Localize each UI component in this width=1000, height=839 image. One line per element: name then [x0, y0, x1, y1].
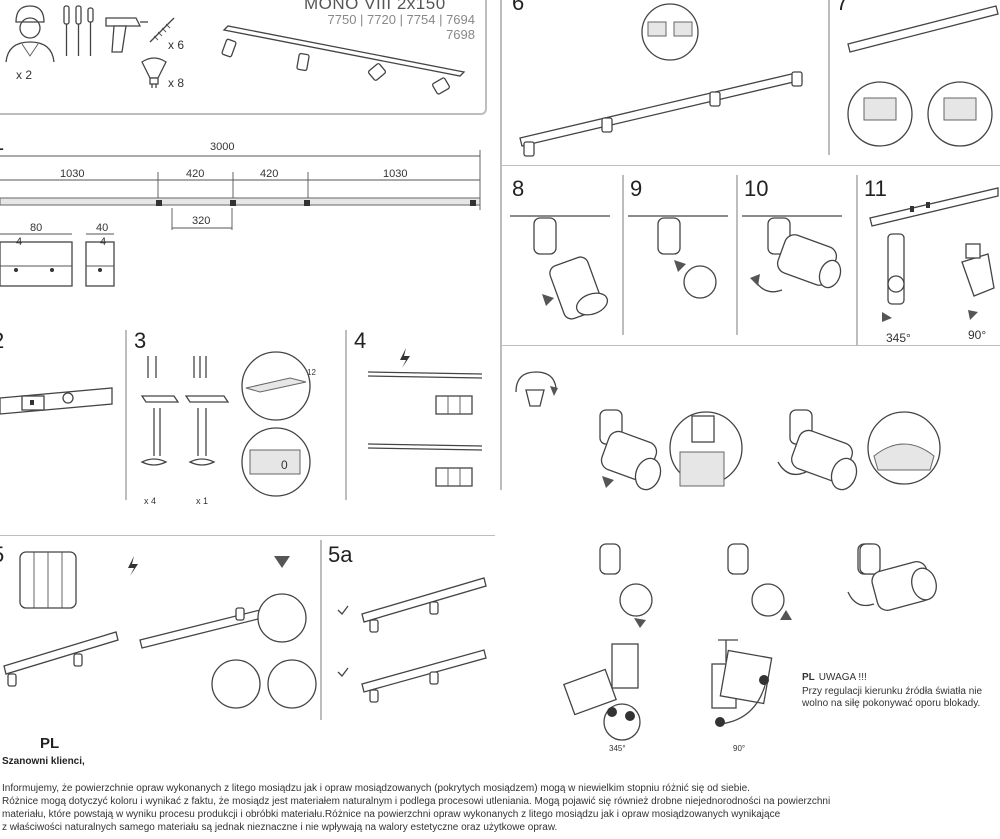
adjust-drawing-4: [847, 543, 937, 611]
separator: [828, 0, 830, 155]
dim-center: 320: [192, 215, 211, 227]
qty-anchors: x 4: [144, 496, 157, 506]
step-5a-number: 5a: [328, 542, 353, 567]
installer-icon: [5, 5, 55, 63]
separator: [736, 175, 738, 335]
dim-box2: 40: [96, 222, 109, 234]
step-2-drawing: [0, 387, 113, 415]
dim-box1: 80: [30, 222, 43, 234]
header-box: [0, 0, 487, 115]
adjust-drawing-2: [777, 409, 941, 491]
fixture-overview: [221, 25, 466, 95]
step-4-number: 4: [354, 328, 367, 353]
step-11-angle-rotate: 345°: [886, 331, 911, 345]
dim-box2-h: 4: [100, 236, 107, 248]
slot-label: 0: [281, 458, 288, 472]
screw-qty: x 6: [168, 38, 185, 52]
separator: [320, 540, 322, 720]
dim-seg4: 1030: [383, 168, 408, 180]
step-11-angle-tilt: 90°: [968, 328, 987, 342]
bulb-icon: [141, 57, 167, 88]
product-codes-line2: 7698: [446, 27, 475, 42]
step-5-number: 5: [0, 542, 4, 568]
screw-icon: [149, 17, 175, 43]
step-9-drawing: [628, 215, 728, 299]
step-10-number: 10: [744, 176, 769, 201]
bulb-qty: x 8: [168, 76, 185, 90]
warning-text: Przy regulacji kierunku źródła światła n…: [802, 686, 983, 709]
adjust-drawing-1: [599, 409, 743, 491]
step-9-number: 9: [630, 176, 643, 201]
step-5-drawing: [3, 551, 317, 709]
step-3-drawing: [140, 351, 311, 497]
separator: [345, 330, 347, 500]
separator: [0, 535, 495, 536]
notice-line-3: materiału, które powstają w wyniku proce…: [2, 809, 781, 820]
notice-language: PL: [40, 735, 60, 752]
step-10-drawing: [742, 215, 842, 293]
step-2-number: 2: [0, 328, 4, 354]
notice-line-2: Różnice mogą dotyczyć koloru i wynikać z…: [2, 796, 831, 807]
separator: [500, 345, 1000, 346]
drill-icon: [105, 17, 148, 53]
qty-single: x 1: [196, 496, 209, 506]
step-6-number: 6: [512, 0, 525, 15]
step-3-number: 3: [134, 328, 147, 353]
dim-seg1: 1030: [60, 168, 85, 180]
screwdriver-icon: [63, 5, 94, 56]
step-5a-drawing: [337, 577, 487, 703]
step-7-number: 7: [836, 0, 849, 15]
step-7-drawing: [847, 5, 999, 147]
step-4-drawing: [367, 348, 483, 487]
rotation-angle-label: 345°: [609, 744, 626, 753]
warning-heading: UWAGA !!!: [818, 672, 867, 683]
notice-line-1: Informujemy, że powierzchnie opraw wykon…: [2, 783, 750, 794]
dim-box1-h: 4: [16, 236, 23, 248]
notice-line-4: z właściwości naturalnych samego materia…: [2, 822, 558, 833]
rotation-hint-drawing: [515, 371, 558, 407]
product-title: MONO VIII 2x150: [304, 0, 446, 13]
installer-qty: x 2: [16, 68, 33, 82]
step-1-number: 1: [0, 130, 4, 156]
step-1-dimension-drawing: [0, 150, 481, 287]
separator: [125, 330, 127, 500]
ceiling-gap: 12: [307, 368, 316, 377]
warning-lang: PL: [802, 672, 815, 683]
step-11-number: 11: [864, 176, 887, 201]
separator: [500, 0, 502, 490]
product-codes: 7750 | 7720 | 7754 | 7694 7698: [302, 12, 475, 42]
rotation-angle-drawing: [563, 639, 773, 741]
separator: [856, 175, 858, 345]
dim-seg3: 420: [260, 168, 279, 180]
dim-seg2: 420: [186, 168, 205, 180]
separator: [622, 175, 624, 335]
product-codes-line1: 7750 | 7720 | 7754 | 7694: [327, 12, 475, 27]
dim-total: 3000: [210, 141, 235, 153]
step-11-drawing: [869, 187, 999, 322]
step-6-drawing: [519, 3, 803, 157]
notice-body: Informujemy, że powierzchnie opraw wykon…: [2, 782, 992, 834]
step-8-number: 8: [512, 176, 525, 201]
tilt-angle-label: 90°: [733, 744, 746, 753]
notice-greeting: Szanowni klienci,: [2, 756, 85, 767]
separator: [500, 165, 1000, 166]
step-8-drawing: [510, 215, 610, 320]
